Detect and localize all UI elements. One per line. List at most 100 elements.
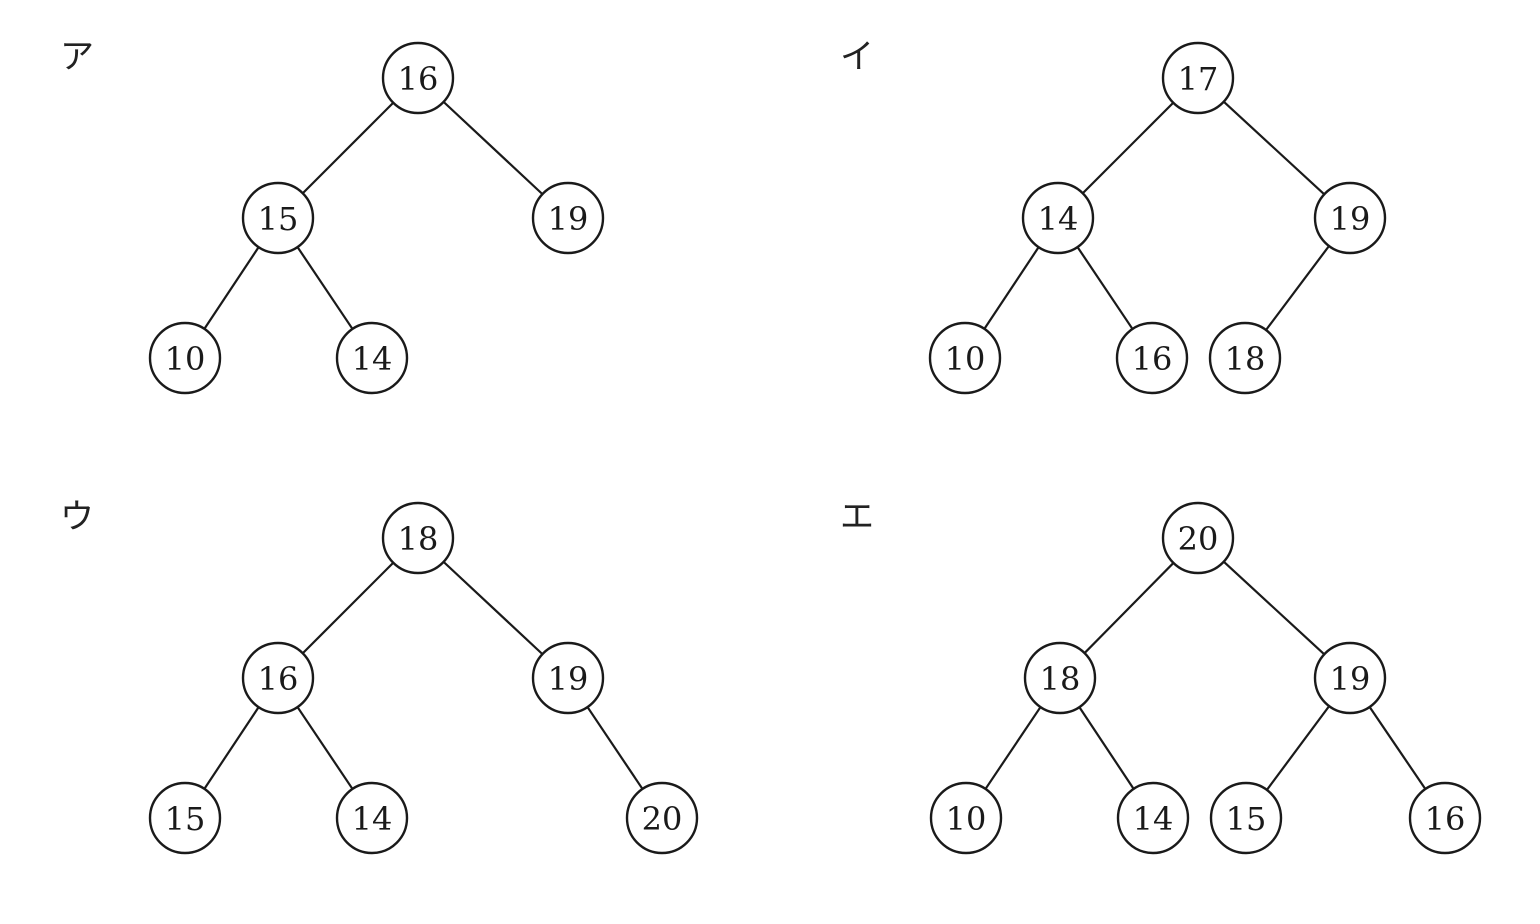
tree-node: 20 [625,781,699,855]
tree-b-nodes: 17 14 19 10 16 18 [928,41,1387,395]
tree-b-edges [983,100,1330,331]
node-value: 17 [1178,60,1219,98]
tree-node: 19 [1313,641,1387,715]
node-circle [335,321,409,395]
tree-c-edges [203,561,644,790]
tree-node: 16 [1408,781,1482,855]
node-value: 16 [1425,800,1466,838]
tree-node: 19 [531,641,605,715]
node-value: 18 [398,520,439,558]
node-circle [241,181,315,255]
tree-edge [442,561,544,655]
tree-edge [442,101,544,195]
tree-a-label: ア [60,37,94,77]
node-value: 20 [1178,520,1219,558]
tree-node: 17 [1161,41,1235,115]
tree-node: 20 [1161,501,1235,575]
tree-edge [1265,705,1331,791]
tree-d-edges [984,560,1427,791]
node-circle [1313,641,1387,715]
node-value: 15 [1226,800,1267,838]
node-value: 15 [165,800,206,838]
tree-node: 16 [381,41,455,115]
node-value: 16 [258,660,299,698]
node-circle [531,181,605,255]
node-circle [1408,781,1482,855]
node-circle [381,501,455,575]
tree-edge [1083,562,1175,654]
tree-d-nodes: 20 18 19 10 14 15 16 [929,501,1482,855]
tree-node: 14 [1021,181,1095,255]
node-circle [531,641,605,715]
tree-node: 18 [381,501,455,575]
tree-node: 18 [1208,321,1282,395]
node-value: 14 [352,340,393,378]
node-value: 15 [258,200,299,238]
tree-node: 16 [241,641,315,715]
node-circle [241,641,315,715]
node-circle [381,41,455,115]
node-value: 18 [1225,340,1266,378]
tree-d-label: エ [840,497,874,537]
tree-a-nodes: 16 15 19 10 14 [148,41,605,395]
tree-node: 14 [335,321,409,395]
node-value: 19 [1330,660,1371,698]
tree-edge [1222,560,1326,656]
node-value: 19 [1330,200,1371,238]
tree-node: 18 [1023,641,1097,715]
node-circle [1209,781,1283,855]
node-circle [929,781,1003,855]
node-value: 19 [548,660,589,698]
node-value: 10 [945,340,986,378]
tree-node: 10 [928,321,1002,395]
tree-node: 10 [148,321,222,395]
node-circle [1208,321,1282,395]
tree-node: 19 [1313,181,1387,255]
tree-edge [1368,706,1427,790]
tree-edge [301,101,395,195]
node-circle [1161,41,1235,115]
node-value: 14 [1133,800,1174,838]
tree-edge [296,706,354,790]
node-value: 10 [165,340,206,378]
node-value: 19 [548,200,589,238]
tree-edge [983,246,1040,330]
tree-b-label: イ [840,37,874,77]
tree-c-label: ウ [60,497,94,537]
tree-edge [1078,706,1135,790]
tree-a-edges [203,101,544,330]
tree-edge [1265,245,1330,331]
node-value: 16 [1132,340,1173,378]
tree-edge [1076,246,1134,330]
node-circle [148,321,222,395]
node-value: 14 [352,800,393,838]
tree-b: イ 17 14 19 10 16 18 [840,37,1387,395]
tree-edge [586,706,644,790]
tree-c-nodes: 18 16 19 15 14 20 [148,501,699,855]
node-circle [1116,781,1190,855]
tree-node: 19 [531,181,605,255]
node-value: 18 [1040,660,1081,698]
tree-edge [203,246,260,330]
tree-edge [296,246,354,330]
node-value: 16 [398,60,439,98]
node-circle [1021,181,1095,255]
node-circle [1115,321,1189,395]
tree-node: 16 [1115,321,1189,395]
tree-edge [984,706,1042,790]
tree-node: 14 [1116,781,1190,855]
node-value: 20 [642,800,683,838]
node-circle [335,781,409,855]
tree-edge [301,561,395,655]
tree-edge [203,706,260,790]
node-value: 14 [1038,200,1079,238]
node-circle [1023,641,1097,715]
node-value: 10 [946,800,987,838]
tree-node: 14 [335,781,409,855]
tree-a: ア 16 15 19 10 14 [60,37,605,395]
node-circle [928,321,1002,395]
node-circle [1161,501,1235,575]
tree-node: 15 [148,781,222,855]
node-circle [1313,181,1387,255]
